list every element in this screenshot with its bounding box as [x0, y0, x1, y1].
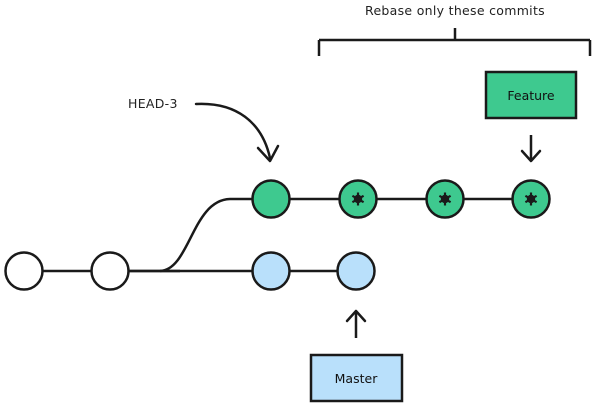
star-icon	[524, 192, 538, 206]
master-commit	[251, 251, 291, 291]
master-label: Master	[335, 371, 379, 386]
head-curved-arrow	[194, 102, 272, 160]
master-branch-box: Master	[309, 353, 404, 403]
head-label: HEAD-3	[128, 96, 178, 111]
master-box-rect	[309, 353, 404, 403]
feature-branch-box: Feature	[484, 70, 578, 120]
feature-arrow-head	[520, 149, 542, 163]
rebase-bracket	[317, 28, 592, 56]
feature-commit	[251, 179, 291, 219]
master-arrow-head	[345, 309, 367, 323]
master-commit	[336, 251, 376, 291]
head-arrow-head	[256, 144, 280, 163]
feature-box-rect	[484, 70, 578, 120]
feature-label: Feature	[507, 88, 555, 103]
star-icon	[438, 192, 452, 206]
base-commit	[90, 251, 130, 291]
bracket-label: Rebase only these commits	[365, 3, 545, 18]
star-icon	[351, 192, 365, 206]
feature-branch-curve	[159, 197, 271, 273]
base-commit	[4, 251, 44, 291]
